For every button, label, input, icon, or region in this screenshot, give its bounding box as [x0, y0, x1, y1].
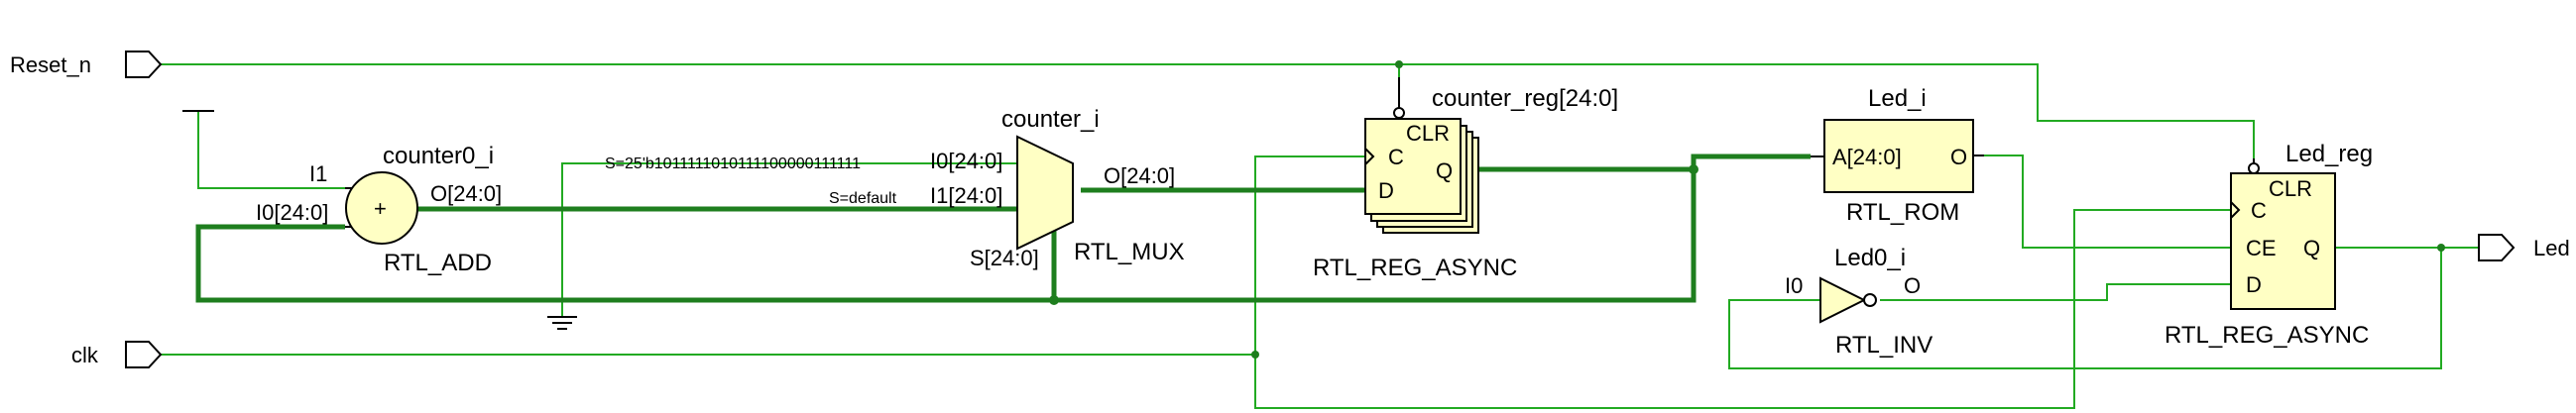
cell-led-reg[interactable]: Led_reg CLR C CE Q D RTL_REG_ASYNC — [2165, 141, 2373, 349]
pin-label-o: O[24:0] — [430, 181, 502, 206]
port-led[interactable]: Led — [2478, 234, 2570, 261]
adder-symbol — [345, 171, 418, 245]
pin-label-i1: I1[24:0] — [930, 183, 1002, 208]
mux-symbol — [1016, 135, 1074, 251]
cell-counter-reg[interactable]: counter_reg[24:0] CLR C Q D RTL_REG_ASYN… — [1313, 77, 1618, 281]
buses — [195, 154, 1811, 303]
pin-label-a: A[24:0] — [1832, 145, 1902, 169]
input-port-icon — [125, 341, 163, 368]
pin-label-i0: I0[24:0] — [256, 200, 328, 225]
inverter-symbol — [1819, 276, 1867, 324]
junction-dot — [1049, 295, 1059, 305]
reg-body — [1364, 118, 1462, 215]
port-clk[interactable]: clk — [71, 341, 163, 368]
cell-led-i[interactable]: Led_i A[24:0] O RTL_ROM — [1811, 85, 1984, 226]
output-port-icon — [2478, 234, 2516, 261]
pin-label-i0: I0[24:0] — [930, 149, 1002, 173]
cell-name: counter_i — [1001, 106, 1100, 133]
clk-net[interactable] — [161, 155, 2231, 409]
cell-type: RTL_INV — [1835, 332, 1932, 359]
pin-label-c: C — [1388, 145, 1404, 169]
junctions — [1049, 60, 2445, 359]
clock-triangle-icon — [1364, 148, 1375, 165]
rom-body — [1823, 119, 1974, 193]
cell-name: counter_reg[24:0] — [1432, 85, 1618, 112]
cell-counter0-i[interactable]: counter0_i I1 I0[24:0] + O[24:0] RTL_ADD — [256, 143, 502, 276]
pin-label-s: S[24:0] — [970, 246, 1039, 270]
pin-label-c: C — [2251, 198, 2267, 223]
cell-counter-i[interactable]: counter_i S=25'b101111101011110000011111… — [605, 106, 1185, 270]
pin-label-clr: CLR — [1406, 121, 1450, 146]
reg-q-bus[interactable] — [195, 154, 1811, 303]
clr-bubble — [2248, 162, 2260, 174]
cell-led0-i[interactable]: Led0_i I0 O RTL_INV — [1785, 245, 1932, 359]
cell-type: RTL_MUX — [1074, 239, 1185, 265]
mux-cond-i1: S=default — [829, 190, 897, 207]
port-reset-n[interactable]: Reset_n — [10, 51, 163, 78]
port-label: clk — [71, 343, 99, 367]
cell-type: RTL_ADD — [384, 250, 492, 276]
vcc-net[interactable] — [197, 111, 345, 189]
cell-name: counter0_i — [383, 143, 494, 169]
adder-plus-icon: + — [374, 196, 387, 221]
cell-name: Led_i — [1868, 85, 1927, 112]
port-label: Led — [2533, 236, 2570, 260]
pin-label-q: Q — [2303, 236, 2320, 260]
cell-name: Led_reg — [2285, 141, 2373, 167]
pin-label-d: D — [1378, 178, 1394, 203]
cell-name: Led0_i — [1834, 245, 1906, 271]
gnd-net[interactable] — [561, 162, 1017, 317]
clr-bubble — [1393, 107, 1405, 119]
pin-label-d: D — [2246, 272, 2262, 297]
port-label: Reset_n — [10, 52, 91, 77]
reg-body — [2230, 172, 2336, 310]
inv-in-net[interactable] — [1728, 248, 2442, 369]
ground-icon — [547, 316, 577, 330]
pin-label-o: O — [1950, 145, 1967, 169]
rom-out-net[interactable] — [1984, 155, 2231, 249]
nets — [161, 63, 2479, 409]
pin-label-clr: CLR — [2269, 176, 2312, 201]
cell-type: RTL_REG_ASYNC — [1313, 255, 1517, 281]
pin-label-q: Q — [1436, 158, 1453, 183]
junction-dot — [1689, 164, 1698, 174]
clock-triangle-icon — [2230, 201, 2241, 219]
pin-label-i0: I0 — [1785, 273, 1803, 298]
junction-dot — [1251, 351, 1259, 359]
input-port-icon — [125, 51, 163, 78]
mux-cond-i0: S=25'b1011111010111100000111111 — [605, 155, 861, 172]
pin-label-o: O — [1904, 273, 1921, 298]
pin-label-o: O[24:0] — [1104, 163, 1175, 188]
pin-label-i1: I1 — [309, 161, 327, 186]
inverter-bubble — [1863, 293, 1877, 307]
cell-type: RTL_REG_ASYNC — [2165, 322, 2369, 349]
pin-label-ce: CE — [2246, 236, 2277, 260]
junction-dot — [1395, 60, 1403, 68]
inv-out-net[interactable] — [1880, 283, 2231, 301]
cell-type: RTL_ROM — [1846, 199, 1959, 226]
junction-dot — [2437, 244, 2445, 252]
